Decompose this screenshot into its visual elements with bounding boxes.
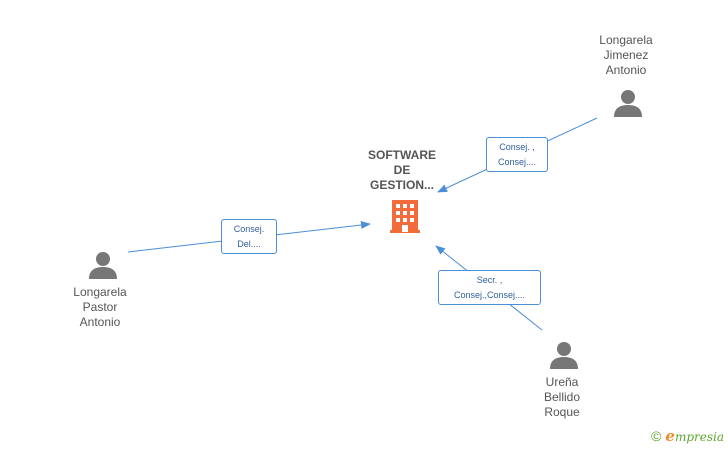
relation-label-line: Consej. , [499, 142, 535, 152]
person-name-line: Jimenez [603, 48, 649, 62]
person-name-urena[interactable]: Ureña Bellido Roque [512, 375, 612, 420]
relation-label-line: Consej.,Consej.... [453, 290, 526, 300]
person-icon[interactable] [549, 340, 579, 370]
brand-initial: e [665, 427, 675, 445]
relation-label-pastor[interactable]: Consej. Del.... [221, 219, 277, 254]
company-name-line: DE [393, 163, 411, 177]
person-name-line: Longarela [599, 33, 653, 47]
person-name-line: Roque [544, 405, 580, 419]
person-icon[interactable] [88, 250, 118, 280]
person-name-line: Bellido [543, 390, 581, 404]
person-name-line: Pastor [82, 300, 118, 314]
person-icon[interactable] [613, 88, 643, 118]
person-name-jimenez[interactable]: Longarela Jimenez Antonio [576, 33, 676, 78]
person-name-line: Ureña [545, 375, 579, 389]
relation-label-jimenez[interactable]: Consej. , Consej.... [486, 137, 548, 172]
building-icon[interactable] [388, 198, 422, 234]
company-name-line: SOFTWARE [368, 148, 436, 162]
copyright-symbol: © [651, 428, 662, 444]
brand-footer: © empresia [651, 427, 724, 445]
brand-name: mpresia [674, 430, 724, 444]
brand-logo[interactable]: empresia [665, 427, 724, 445]
person-name-line: Antonio [79, 315, 121, 329]
relation-label-line: Secr. , [476, 275, 503, 285]
company-name-line: GESTION... [369, 178, 434, 192]
relation-label-line: Consej. [233, 224, 265, 234]
relation-label-line: Consej.... [497, 157, 537, 167]
company-name[interactable]: SOFTWARE DE GESTION... [352, 148, 452, 193]
person-name-line: Antonio [605, 63, 647, 77]
person-name-pastor[interactable]: Longarela Pastor Antonio [50, 285, 150, 330]
relation-label-line: Del.... [237, 239, 261, 249]
relation-label-urena[interactable]: Secr. , Consej.,Consej.... [438, 270, 541, 305]
person-name-line: Longarela [73, 285, 127, 299]
